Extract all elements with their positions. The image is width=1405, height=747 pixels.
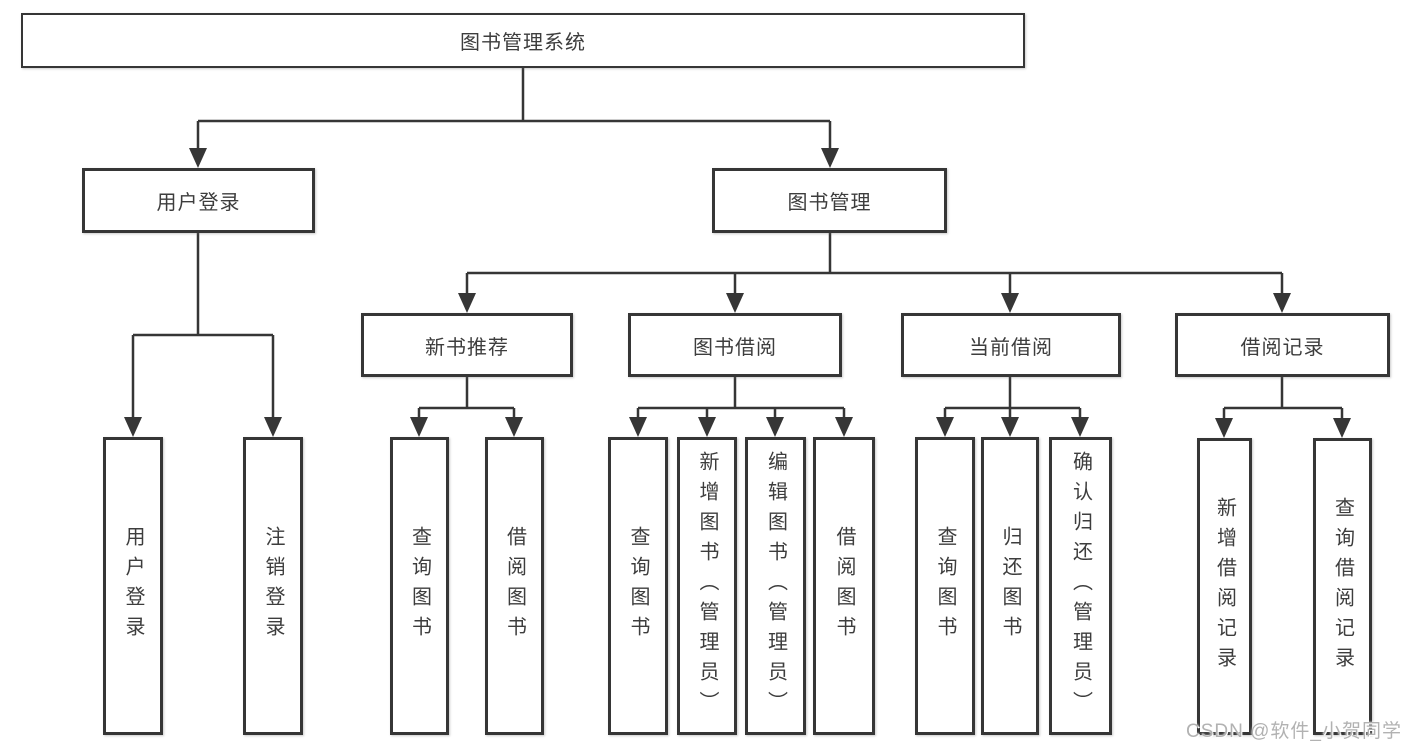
node-current-borrowing-label: 当前借阅 (969, 336, 1053, 359)
leaf-confirm-return-admin-label: 确认归还（管理员） (1069, 451, 1092, 721)
node-new-book-recommend-label: 新书推荐 (425, 336, 509, 359)
leaf-query-books-recommend-label: 查询图书 (408, 526, 431, 646)
leaf-return-books-label: 归还图书 (999, 526, 1021, 646)
leaf-query-books-borrowing: 查询图书 (608, 437, 668, 735)
leaf-query-borrow-record-label: 查询借阅记录 (1331, 496, 1354, 677)
leaf-borrow-books-borrowing-label: 借阅图书 (833, 526, 855, 646)
leaf-add-book-admin: 新增图书（管理员） (677, 437, 737, 735)
csdn-watermark: CSDN @软件_小贺同学 (1186, 721, 1402, 742)
leaf-logout-label: 注销登录 (262, 526, 284, 646)
leaf-user-login-label: 用户登录 (122, 526, 144, 646)
leaf-add-borrow-record-label: 新增借阅记录 (1213, 496, 1236, 677)
arrowhead (1333, 418, 1351, 438)
connector-book-management-to-level3 (465, 233, 1284, 295)
arrowhead (410, 417, 428, 437)
leaf-user-login: 用户登录 (103, 437, 163, 735)
arrowhead (1215, 418, 1233, 438)
node-root-label: 图书管理系统 (460, 32, 586, 54)
connector-root-to-level2 (196, 68, 832, 150)
leaf-add-book-admin-label: 新增图书（管理员） (696, 451, 718, 721)
arrowhead (458, 293, 476, 313)
arrowhead (1001, 293, 1019, 313)
arrowhead (124, 417, 142, 437)
leaf-borrow-books-borrowing: 借阅图书 (813, 437, 875, 735)
leaf-borrow-books-recommend: 借阅图书 (485, 437, 544, 735)
node-current-borrowing: 当前借阅 (901, 313, 1121, 377)
arrowhead (1001, 417, 1019, 437)
arrowhead (505, 417, 523, 437)
node-book-management-label: 图书管理 (787, 192, 872, 214)
arrowhead (1071, 417, 1089, 437)
arrowhead (189, 148, 207, 168)
arrowhead (726, 293, 744, 313)
node-book-borrowing-label: 图书借阅 (693, 336, 777, 359)
leaf-logout: 注销登录 (243, 437, 303, 735)
connector-book-borrowing-to-leaves (636, 377, 846, 419)
node-root: 图书管理系统 (21, 13, 1025, 68)
connector-current-borrowing-to-leaves (943, 377, 1082, 419)
node-borrowing-records-label: 借阅记录 (1240, 336, 1325, 359)
arrowhead (698, 417, 716, 437)
node-book-borrowing: 图书借阅 (628, 313, 842, 377)
arrowhead (1273, 293, 1291, 313)
connector-user-login-to-leaves (131, 233, 275, 419)
leaf-query-books-current-label: 查询图书 (934, 526, 956, 646)
arrowhead (835, 417, 853, 437)
arrowhead (264, 417, 282, 437)
node-borrowing-records: 借阅记录 (1175, 313, 1390, 377)
arrowhead (629, 417, 647, 437)
leaf-borrow-books-recommend-label: 借阅图书 (503, 526, 526, 646)
node-book-management: 图书管理 (712, 168, 947, 233)
connector-borrowing-records-to-leaves (1222, 377, 1344, 420)
leaf-return-books: 归还图书 (981, 437, 1039, 735)
leaf-query-books-recommend: 查询图书 (390, 437, 449, 735)
leaf-query-borrow-record: 查询借阅记录 (1313, 438, 1372, 735)
leaf-add-borrow-record: 新增借阅记录 (1197, 438, 1252, 735)
leaf-edit-book-admin: 编辑图书（管理员） (745, 437, 806, 735)
leaf-confirm-return-admin: 确认归还（管理员） (1049, 437, 1112, 735)
arrowhead (766, 417, 784, 437)
node-user-login-label: 用户登录 (156, 192, 241, 214)
node-user-login: 用户登录 (82, 168, 315, 233)
leaf-query-books-borrowing-label: 查询图书 (627, 526, 649, 646)
arrowhead (821, 148, 839, 168)
node-new-book-recommend: 新书推荐 (361, 313, 573, 377)
arrowhead (936, 417, 954, 437)
leaf-query-books-current: 查询图书 (915, 437, 975, 735)
connector-new-book-recommend-to-leaves (417, 377, 516, 419)
leaf-edit-book-admin-label: 编辑图书（管理员） (764, 451, 787, 721)
